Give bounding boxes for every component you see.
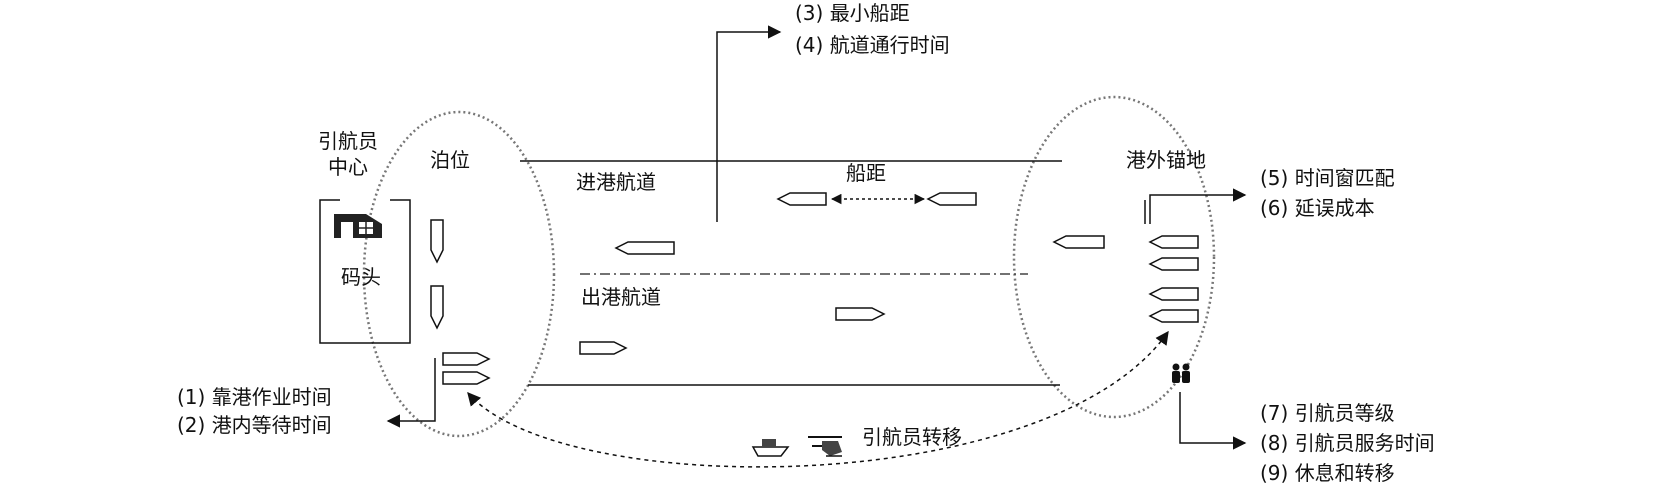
anchorage-factor-arrow <box>1144 195 1245 224</box>
ship-icon <box>442 371 491 385</box>
ship-icon <box>614 241 675 255</box>
factor-berthing-time: (1) 靠港作业时间 <box>177 385 332 409</box>
factor-port-waiting-time: (2) 港内等待时间 <box>177 413 332 437</box>
channel-factor-arrow <box>716 25 782 222</box>
inbound-channel-label: 进港航道 <box>576 170 656 194</box>
helicopter-icon <box>808 436 842 457</box>
ship-icon <box>579 341 628 355</box>
pilot-transfer-path <box>467 330 1169 468</box>
berth-region <box>362 110 556 438</box>
pilot-boat-icon <box>751 439 790 457</box>
ship-icon <box>835 307 886 321</box>
factor-channel-time: (4) 航道通行时间 <box>795 33 950 57</box>
factor-time-window: (5) 时间窗匹配 <box>1260 166 1395 190</box>
ship-icon <box>1052 235 1105 249</box>
factor-delay-cost: (6) 延误成本 <box>1260 196 1375 220</box>
channel-factors: (3) 最小船距 (4) 航道通行时间 <box>795 0 950 58</box>
pilot-center-line-2: 中心 <box>328 155 368 179</box>
factor-min-spacing: (3) 最小船距 <box>795 1 910 25</box>
factor-pilot-service-time: (8) 引航员服务时间 <box>1260 431 1435 455</box>
ship-icon <box>1148 287 1199 301</box>
ship-icon <box>1148 235 1199 249</box>
factor-pilot-grade: (7) 引航员等级 <box>1260 401 1395 425</box>
berth-label: 泊位 <box>430 148 470 172</box>
anchorage-region <box>1012 95 1216 419</box>
wharf-outline <box>319 199 411 344</box>
pilot-transfer-label: 引航员转移 <box>862 425 962 449</box>
ship-icon <box>926 192 977 206</box>
wharf-label: 码头 <box>341 265 381 289</box>
pilot-factors: (7) 引航员等级 (8) 引航员服务时间 (9) 休息和转移 <box>1260 400 1435 486</box>
ship-icon <box>776 192 827 206</box>
berth-factor-arrow <box>386 358 436 428</box>
pilot-person-icon <box>1172 363 1190 383</box>
ship-icon <box>442 352 491 366</box>
anchorage-factors: (5) 时间窗匹配 (6) 延误成本 <box>1260 165 1395 221</box>
factor-rest-transfer: (9) 休息和转移 <box>1260 461 1395 485</box>
outbound-channel-label: 出港航道 <box>581 285 661 309</box>
pilot-center-line-1: 引航员 <box>318 129 378 153</box>
ship-icon <box>430 219 444 264</box>
pilot-center-label: 引航员 中心 <box>306 128 390 180</box>
house-icon <box>334 214 382 238</box>
ship-icon <box>1148 309 1199 323</box>
ship-icon <box>1148 257 1199 271</box>
berth-factors: (1) 靠港作业时间 (2) 港内等待时间 <box>177 384 332 438</box>
anchorage-label: 港外锚地 <box>1126 148 1206 172</box>
pilot-factor-arrow <box>1179 392 1247 450</box>
ship-spacing-label: 船距 <box>846 161 886 185</box>
ship-icon <box>430 285 444 330</box>
